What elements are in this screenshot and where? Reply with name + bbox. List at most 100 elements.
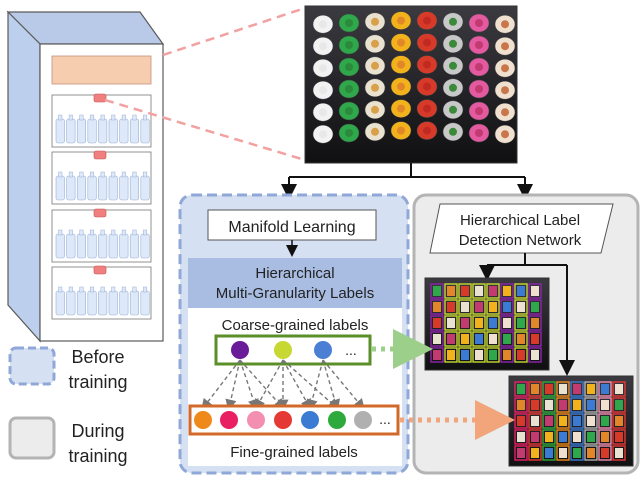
bottle-cap-icon <box>100 114 105 121</box>
detection-box <box>542 445 556 461</box>
detection-box <box>472 331 486 347</box>
bottle-cap-icon <box>100 286 105 293</box>
bottle-icon <box>66 118 76 144</box>
detection-box <box>514 315 528 331</box>
bottle-icon <box>98 118 108 144</box>
bottle-cap-icon <box>111 171 116 178</box>
detection-box <box>584 429 598 445</box>
detection-network-line1: Hierarchical Label <box>460 212 580 229</box>
detected-item <box>559 400 567 410</box>
detection-box <box>486 315 500 331</box>
photo-bottle-cap <box>449 61 457 70</box>
detected-item <box>531 416 539 426</box>
detected-item <box>545 432 553 442</box>
detected-item <box>517 416 525 426</box>
detection-box <box>486 331 500 347</box>
bottle-cap-icon <box>68 286 73 293</box>
photo-bottle-cap <box>501 108 509 117</box>
detected-item <box>517 400 525 410</box>
detected-item <box>587 400 595 410</box>
photo-bottle-cap <box>319 86 327 95</box>
fine-ellipsis: ... <box>379 411 391 427</box>
photo-bottle-cap <box>397 126 405 135</box>
detection-box <box>598 429 612 445</box>
bottle-cap-icon <box>58 114 63 121</box>
detected-item <box>587 416 595 426</box>
detection-box <box>528 445 542 461</box>
bottle-icon <box>140 175 150 201</box>
detection-box <box>500 315 514 331</box>
detected-item <box>447 318 455 328</box>
photo-bottle-cap <box>371 39 379 48</box>
detected-item <box>531 432 539 442</box>
detection-box <box>486 299 500 315</box>
photo-bottle-cap <box>423 16 431 25</box>
hierarchy-link <box>201 359 241 411</box>
detected-item <box>517 448 525 458</box>
photo-bottle-cap <box>501 86 509 95</box>
detection-box <box>612 413 626 429</box>
detected-item <box>517 302 525 312</box>
detection-box <box>584 397 598 413</box>
fine-label-dot <box>247 411 265 429</box>
bottle-cap-icon <box>121 114 126 121</box>
detected-item <box>517 432 525 442</box>
photo-bottle-cap <box>449 17 457 26</box>
photo-bottle-cap <box>371 105 379 114</box>
detected-item <box>461 350 469 360</box>
fine-label-dot <box>274 411 292 429</box>
detected-item <box>587 384 595 394</box>
legend-before-line2: training <box>68 372 127 392</box>
legend-before-line1: Before <box>71 347 124 367</box>
photo-bottle-cap <box>371 61 379 70</box>
detection-box <box>514 347 528 363</box>
coarse-label-dot <box>231 341 249 359</box>
bottle-cap-icon <box>90 286 95 293</box>
detection-box <box>612 381 626 397</box>
detection-box <box>570 413 584 429</box>
photo-bottle-cap <box>345 19 353 27</box>
bottle-icon <box>55 290 65 316</box>
detected-item <box>573 400 581 410</box>
bottle-icon <box>76 118 86 144</box>
detection-box <box>528 381 542 397</box>
detected-item <box>475 334 483 344</box>
detection-box <box>556 445 570 461</box>
photo-bottle-cap <box>345 129 353 137</box>
photo-bottle-cap <box>397 104 405 113</box>
bottle-cap-icon <box>121 229 126 236</box>
bottle-cap-icon <box>79 171 84 178</box>
network-output-arrows <box>479 253 575 376</box>
detection-box <box>472 299 486 315</box>
detection-box <box>472 315 486 331</box>
detection-box <box>444 315 458 331</box>
photo-bottle-cap <box>371 17 379 26</box>
bottle-cap-icon <box>111 286 116 293</box>
detection-box <box>430 315 444 331</box>
photo-bottle-cap <box>475 85 483 93</box>
detection-box <box>458 347 472 363</box>
photo-bottle-cap <box>319 64 327 73</box>
fine-grained-title: Fine-grained labels <box>230 444 358 461</box>
detection-box <box>542 413 556 429</box>
detected-item <box>503 286 511 296</box>
detected-item <box>461 302 469 312</box>
detection-box <box>570 429 584 445</box>
detected-item <box>461 334 469 344</box>
detected-item <box>447 286 455 296</box>
bottle-icon <box>55 118 65 144</box>
detected-item <box>503 302 511 312</box>
detected-item <box>531 286 539 296</box>
photo-branch-arrows <box>281 163 533 200</box>
detected-item <box>517 286 525 296</box>
detection-box <box>542 381 556 397</box>
legend-before-swatch <box>8 346 56 386</box>
detected-item <box>573 384 581 394</box>
detected-item <box>433 334 441 344</box>
photo-bottle-cap <box>319 130 327 139</box>
detected-item <box>545 448 553 458</box>
photo-bottle-cap <box>501 20 509 29</box>
bottle-icon <box>119 118 129 144</box>
photo-bottle-cap <box>449 127 457 136</box>
